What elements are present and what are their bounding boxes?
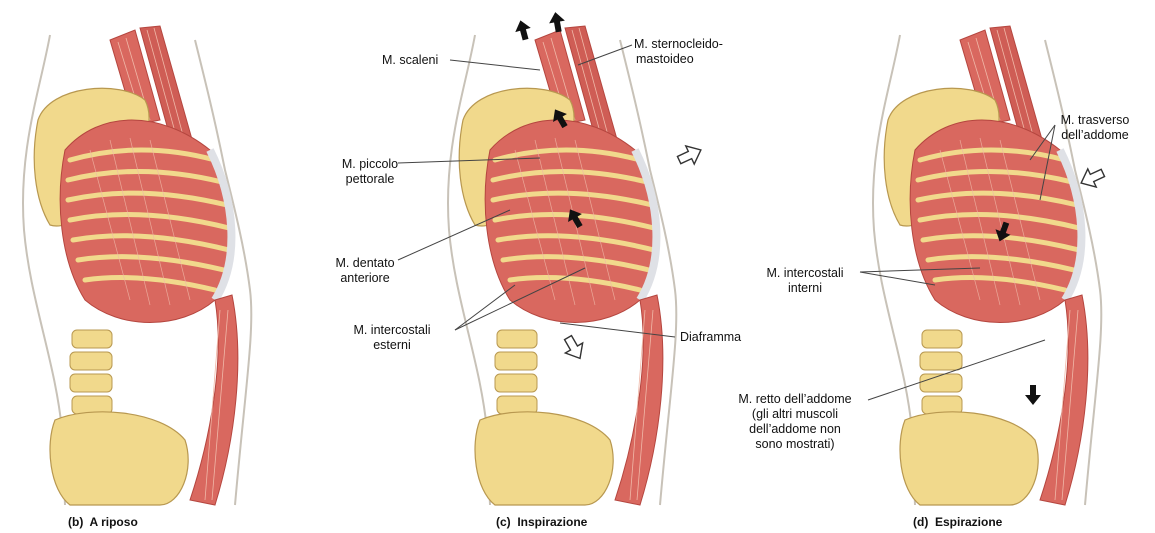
label-retto-addome: M. retto dell’addome (gli altri muscoli … <box>730 392 860 452</box>
torso-panel-expiration <box>873 26 1101 505</box>
label-piccolo-line2: pettorale <box>335 172 405 187</box>
label-retto-line4: sono mostrati) <box>730 437 860 452</box>
label-trasverso-line1: M. trasverso <box>1050 113 1140 128</box>
leader-scaleni <box>450 60 540 70</box>
caption-rest: (b) A riposo <box>68 515 138 529</box>
torso-panel-inspiration <box>448 26 676 505</box>
label-diaframma: Diaframma <box>680 330 741 345</box>
arrow-up-scaleni-icon <box>513 18 534 41</box>
caption-inspiration: (c) Inspirazione <box>496 515 587 529</box>
arrow-outward-icon <box>675 141 705 169</box>
label-intercostali-esterni: M. intercostali esterni <box>344 323 440 353</box>
label-ext-line2: esterni <box>344 338 440 353</box>
label-ext-line1: M. intercostali <box>344 323 440 338</box>
label-trasverso-addome: M. trasverso dell’addome <box>1050 113 1140 143</box>
torso-panel-rest <box>23 26 251 505</box>
label-int-line1: M. intercostali <box>755 266 855 281</box>
label-dentato-line1: M. dentato <box>328 256 402 271</box>
label-retto-line2: (gli altri muscoli <box>730 407 860 422</box>
label-scaleni: M. scaleni <box>382 53 438 68</box>
label-int-line2: interni <box>755 281 855 296</box>
label-retto-line1: M. retto dell’addome <box>730 392 860 407</box>
arrow-down-diaphragm-icon <box>559 333 588 364</box>
label-retto-line3: dell’addome non <box>730 422 860 437</box>
label-intercostali-interni: M. intercostali interni <box>755 266 855 296</box>
label-dentato-line2: anteriore <box>328 271 402 286</box>
label-dentato-anteriore: M. dentato anteriore <box>328 256 402 286</box>
label-piccolo-line1: M. piccolo <box>335 157 405 172</box>
caption-expiration: (d) Espirazione <box>913 515 1002 529</box>
arrow-inward-icon <box>1077 164 1107 192</box>
label-trasverso-line2: dell’addome <box>1050 128 1140 143</box>
leader-ext-1 <box>455 285 515 330</box>
label-sternocleidomastoideo: M. sternocleido- mastoideo <box>634 37 723 67</box>
arrow-up-sterno-icon <box>547 11 566 33</box>
arrow-down-abdomen-icon <box>1025 385 1041 405</box>
label-piccolo-pettorale: M. piccolo pettorale <box>335 157 405 187</box>
label-sterno-line1: M. sternocleido- <box>634 37 723 52</box>
label-sterno-line2: mastoideo <box>634 52 723 67</box>
